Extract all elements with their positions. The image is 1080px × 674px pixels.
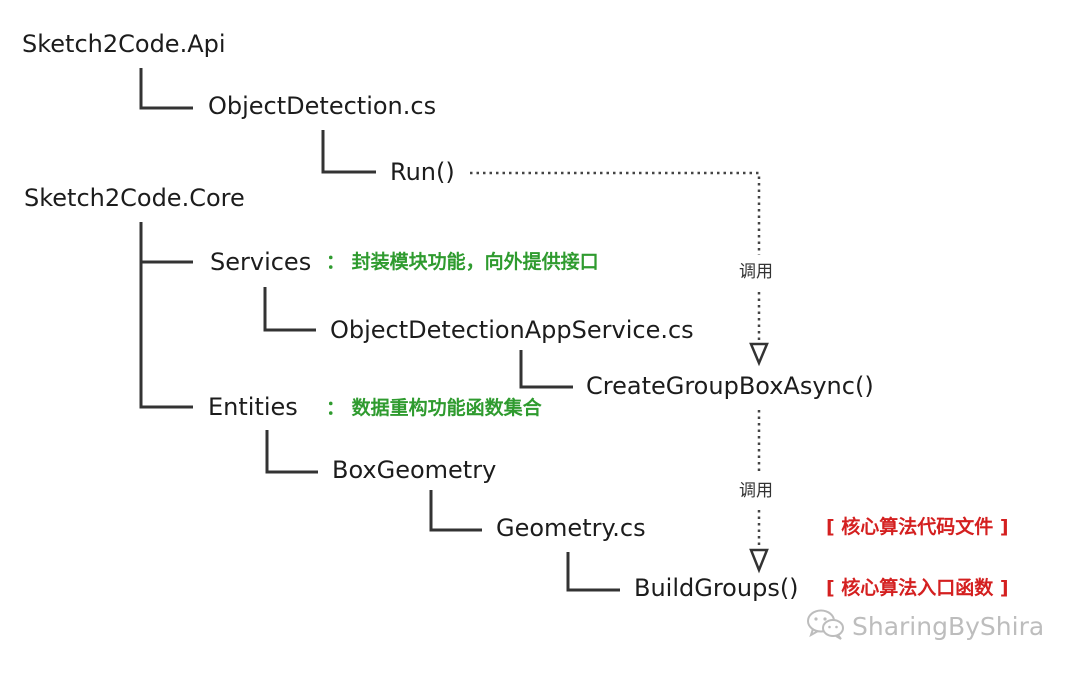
entities-note: ： 数据重构功能函数集合 — [326, 397, 542, 419]
connector-api-objectdetection — [139, 68, 193, 110]
node-services-folder: Services — [210, 248, 312, 276]
services-note: ： 封装模块功能，向外提供接口 — [326, 251, 599, 273]
node-buildgroups-method: BuildGroups() — [634, 574, 799, 602]
connector-geometry-buildgroups — [566, 552, 620, 592]
call-label-2: 调用 — [739, 481, 773, 501]
connector-appservice-creategroup — [519, 350, 573, 389]
connector-core-entities — [139, 222, 193, 409]
node-run-method: Run() — [390, 158, 455, 186]
connector-entities-boxgeometry — [265, 430, 318, 474]
node-boxgeometry-folder: BoxGeometry — [332, 456, 497, 484]
watermark-text: SharingByShira — [852, 611, 1045, 641]
geometry-note: [ 核心算法代码文件 ] — [826, 516, 1009, 538]
call-label-1: 调用 — [739, 262, 773, 282]
node-appservice-file: ObjectDetectionAppService.cs — [330, 316, 694, 344]
node-creategroup-method: CreateGroupBoxAsync() — [586, 372, 874, 400]
wechat-icon — [806, 608, 846, 644]
node-geometry-file: Geometry.cs — [496, 514, 646, 542]
call-arrow-run-to-creategroup — [470, 171, 761, 255]
watermark: SharingByShira — [806, 608, 1044, 644]
connector-objectdetection-run — [321, 130, 376, 174]
node-entities-folder: Entities — [208, 393, 298, 421]
node-api-project: Sketch2Code.Api — [22, 30, 226, 58]
buildgroups-note: [ 核心算法入口函数 ] — [826, 577, 1009, 599]
node-core-project: Sketch2Code.Core — [24, 184, 245, 212]
arrowhead-2 — [749, 548, 769, 574]
connector-services-appservice — [263, 287, 316, 332]
connector-boxgeometry-geometry — [429, 490, 482, 532]
node-objectdetection-file: ObjectDetection.cs — [208, 92, 437, 120]
arrowhead-1 — [749, 342, 769, 367]
